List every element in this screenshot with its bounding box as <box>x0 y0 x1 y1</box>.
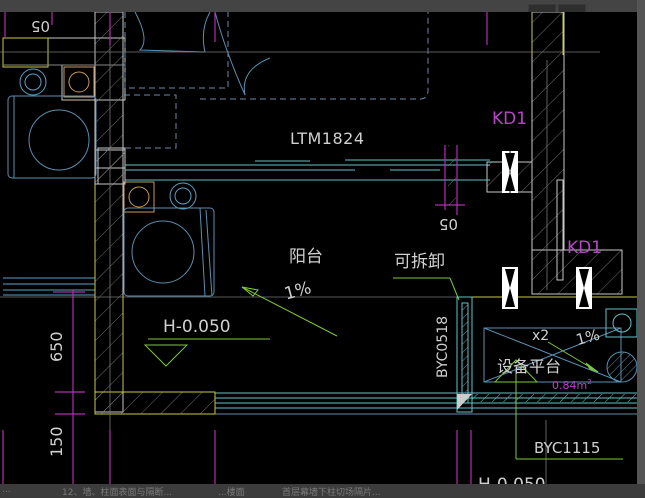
dimension-150: 150 <box>47 426 66 457</box>
wall-right-upper <box>531 12 565 251</box>
platform-pipe-box <box>605 308 637 338</box>
bottom-note: 12、墙、柱面表面与隔断... <box>62 488 173 498</box>
wall-balcony-left <box>94 183 124 413</box>
platform-frame <box>456 296 473 413</box>
viewer-toolbar <box>0 0 645 13</box>
elevation-label-bottom: H-0.050 <box>478 475 546 484</box>
pipe-box <box>63 66 95 98</box>
wall-under-ltm <box>97 147 126 185</box>
slope-arrow-balcony <box>241 286 338 337</box>
kd1-symbol-top <box>502 143 518 200</box>
platform-slope-label: 1% <box>574 325 602 349</box>
curtain-curve <box>134 12 211 53</box>
hatched-pipe <box>606 351 637 383</box>
dashed-room-lower <box>124 94 177 149</box>
dimension-lines <box>2 12 488 484</box>
platform-multiplier-label: x2 <box>532 328 549 344</box>
curtain-curve-2 <box>214 12 271 96</box>
yellow-lines <box>94 12 637 414</box>
elevation-label-left: H-0.050 <box>163 317 231 337</box>
equipment-platform <box>456 296 637 413</box>
dimension-05-mid: 05 <box>439 215 458 233</box>
washing-machine-balcony <box>123 181 215 297</box>
window-ltm1824 <box>125 159 490 181</box>
platform-area-label: 0.84m2 <box>552 378 592 392</box>
drum-circle <box>28 109 90 171</box>
balcony-label: 阳台 <box>289 247 323 267</box>
kd1-label-right: KD1 <box>567 238 602 258</box>
bottom-notes-strip: ... 12、墙、柱面表面与隔断... ...楼面 首层幕墙下柱切场隔片... <box>0 484 645 498</box>
dimension-650: 650 <box>47 331 66 362</box>
balcony-glazing-bottom <box>215 392 637 415</box>
bottom-note: 首层幕墙下柱切场隔片... <box>282 488 381 498</box>
pipe-box-2 <box>123 181 155 213</box>
bottom-note: ... <box>2 485 11 495</box>
cad-drawing-canvas[interactable]: LTM1824 阳台 1% 可拆卸 BYC0518 H-0.050 H-0.05… <box>0 12 637 484</box>
washing-machine-top <box>7 66 97 179</box>
drain-pipe-circle-2 <box>169 182 197 210</box>
equipment-platform-label: 设备平台 <box>497 357 561 376</box>
platform-area-superscript: 2 <box>587 378 591 386</box>
window-label-byc0518: BYC0518 <box>435 316 451 378</box>
kd1-symbol-right <box>576 267 592 309</box>
balcony-glazing-left <box>3 277 95 296</box>
annotation-lines <box>143 277 623 460</box>
dashed-top-room <box>200 12 429 100</box>
hatched-rail <box>472 394 637 402</box>
window-label-ltm1824: LTM1824 <box>290 129 365 148</box>
platform-area-value: 0.84m <box>552 379 587 392</box>
hatch-strip-dim <box>448 145 456 205</box>
drum-circle-2 <box>131 220 195 284</box>
wall-right-edge <box>556 179 564 281</box>
elevation-triangle-left <box>143 344 189 367</box>
dimension-05-top: 05 <box>31 17 50 35</box>
drain-pipe-circle <box>19 68 47 96</box>
removable-label: 可拆卸 <box>394 252 445 272</box>
window-label-byc1115: BYC1115 <box>534 439 600 457</box>
bottom-note: ...楼面 <box>218 488 245 498</box>
kd1-symbol-left <box>502 267 518 309</box>
yellow-room-outline <box>2 37 49 68</box>
kd1-label-top: KD1 <box>492 109 527 129</box>
right-scroll-panel[interactable] <box>637 0 645 497</box>
wall-balcony-bottom <box>94 391 216 415</box>
